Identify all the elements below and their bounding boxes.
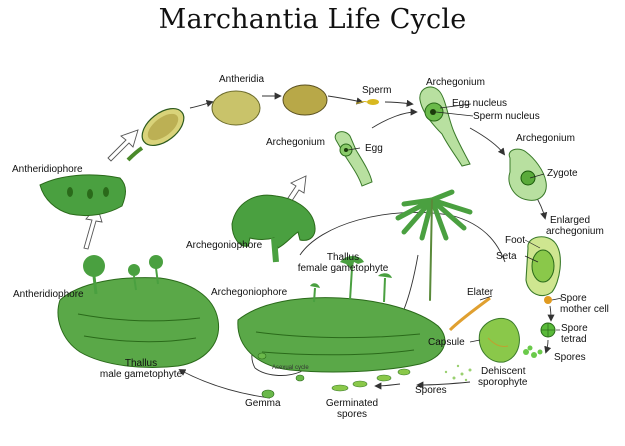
arrow-egg-to-archegonium (371, 108, 418, 129)
label-gemma: Gemma (245, 398, 281, 409)
label-archegoniophore-mid: Archegoniophore (186, 240, 263, 251)
label-spore-mother-cell-line1: Spore (560, 293, 587, 304)
male-antheridiophores-drawing (83, 255, 163, 295)
arrow-antheridium-1-2 (189, 100, 214, 109)
label-elater: Elater (467, 287, 494, 298)
label-germinated-spores-line2: spores (336, 409, 367, 420)
label-archegonium-mid: Archegonium (266, 137, 325, 148)
germinated-spores-drawing (331, 368, 411, 392)
label-egg: Egg (365, 143, 383, 154)
female-thallus-drawing (237, 297, 446, 373)
label-enlarged-archegonium-line2: archegonium (546, 226, 604, 237)
arrow-sperm-to-archegonium (384, 99, 414, 107)
antheridium-1 (126, 107, 185, 162)
label-seta: Seta (496, 251, 517, 262)
label-thallus-male-line2: male gametophyte (99, 369, 183, 380)
label-enlarged-archegonium-line1: Enlarged (550, 215, 591, 226)
label-thallus-female-line1: Thallus (326, 252, 360, 263)
diagram-title: Marchantia Life Cycle (158, 4, 467, 35)
label-antheridiophore-left: Antheridiophore (13, 289, 84, 300)
label-spore-mother-cell-line2: mother cell (560, 304, 609, 315)
leader-lines (347, 103, 563, 343)
hollow-arrow-to-antheridium (107, 129, 139, 162)
label-sperm-nucleus: Sperm nucleus (473, 111, 540, 122)
arrow-to-sperm (327, 95, 364, 105)
label-spores-bottom: Spores (415, 385, 447, 396)
label-thallus-female-line2: female gametophyte (297, 263, 389, 274)
label-archegoniophore-low: Archegoniophore (211, 287, 288, 298)
label-germinated-spores-line1: Germinated (325, 398, 379, 409)
label-archegonium-right: Archegonium (516, 133, 575, 144)
spore-tetrad-drawing (540, 322, 556, 338)
label-zygote: Zygote (547, 168, 578, 179)
label-egg-nucleus: Egg nucleus (452, 98, 508, 109)
arrow-to-male-thallus (178, 369, 271, 399)
label-sperm: Sperm (362, 85, 392, 96)
spore-mother-cell-drawing (544, 296, 552, 304)
arrow-to-zygote-archegonium (469, 127, 506, 156)
elater-drawing (448, 296, 491, 332)
label-spores-right: Spores (554, 352, 586, 363)
spores-right-drawing (523, 345, 543, 358)
label-spore-tetrad-line1: Spore (561, 323, 588, 334)
antheridium-2 (211, 90, 261, 126)
label-dehiscent-line2: sporophyte (478, 377, 528, 388)
label-dehiscent-line1: Dehiscent (481, 366, 526, 377)
sperm-drawing (355, 99, 379, 105)
label-foot: Foot (505, 235, 526, 246)
archegoniophore-palm-drawing (395, 189, 473, 301)
label-spore-tetrad-line2: tetrad (561, 334, 587, 345)
label-antheridia: Antheridia (219, 74, 265, 85)
archegonium-zygote-drawing (508, 148, 547, 201)
spore-dispersal-dots (444, 364, 472, 382)
label-capsule: Capsule (428, 337, 465, 348)
dehiscent-sporophyte-drawing (478, 317, 520, 363)
archegonium-mid-drawing (334, 131, 373, 187)
archegonium-top-drawing (419, 86, 471, 167)
label-asexual-cycle: Asexual cycle (272, 365, 309, 371)
arrow-to-spores-bottom (416, 381, 471, 389)
enlarged-archegonium-drawing (525, 236, 561, 297)
male-thallus-drawing (57, 277, 220, 368)
label-antheridiophore-top: Antheridiophore (12, 164, 83, 175)
arrow-spore-mother-to-tetrad (547, 305, 555, 322)
arrow-tetrad-to-spores (544, 339, 552, 354)
archegoniophore-mid-drawing (231, 194, 316, 263)
gemma-drawing (257, 352, 305, 399)
antheridiophore-top-drawing (39, 174, 126, 217)
label-archegonium-top: Archegonium (426, 77, 485, 88)
antheridium-3 (282, 84, 328, 116)
arrow-to-germinated (374, 382, 401, 390)
label-thallus-male-line1: Thallus (124, 358, 158, 369)
female-archegoniophores-drawing (310, 256, 392, 303)
